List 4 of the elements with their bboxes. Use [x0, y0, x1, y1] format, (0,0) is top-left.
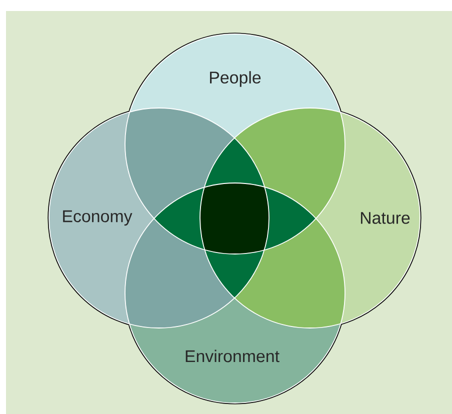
- circle-label: People: [210, 71, 261, 87]
- circle-label: Nature: [360, 212, 410, 224]
- circle-label: Environment: [186, 350, 280, 362]
- circle-label: Economy: [63, 210, 132, 226]
